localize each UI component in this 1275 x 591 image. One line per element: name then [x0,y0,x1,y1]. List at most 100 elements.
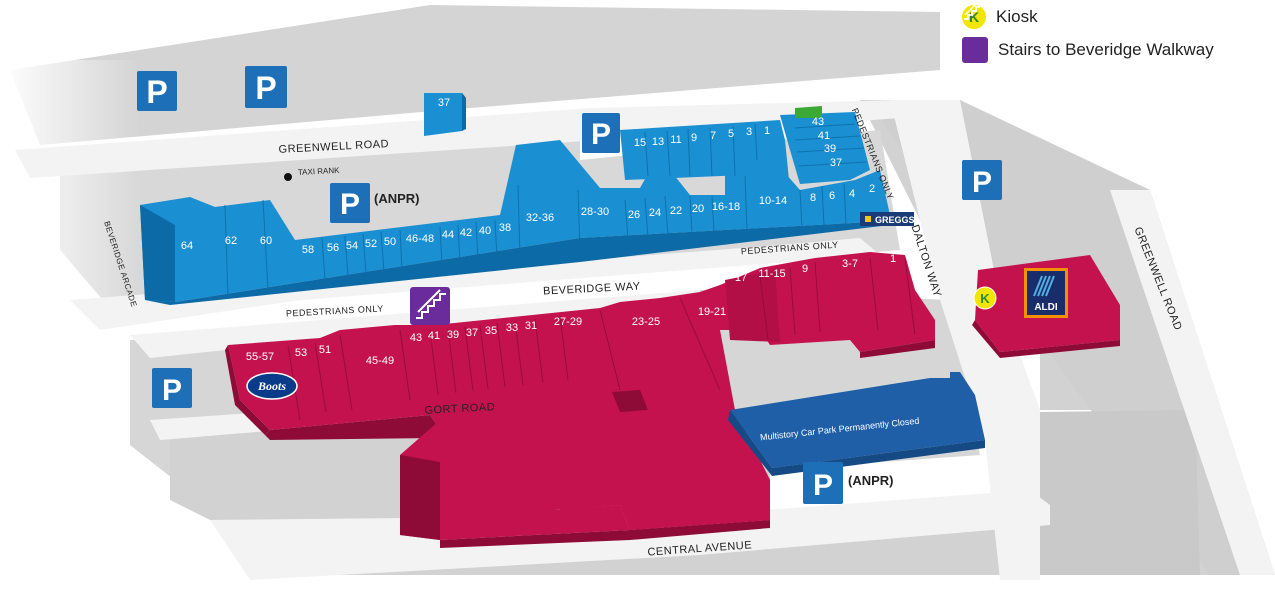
store-label[interactable]: 64 [181,240,193,252]
store-label[interactable]: 52 [365,238,377,250]
store-label[interactable]: 28-30 [581,206,609,218]
store-label[interactable]: 19-21 [698,306,726,318]
store-label[interactable]: 23-25 [632,316,660,328]
store-label[interactable]: 37 [830,157,842,169]
store-label[interactable]: 32-36 [526,212,554,224]
store-label[interactable]: 17 [735,272,747,284]
store-label[interactable]: 50 [384,236,396,248]
store-label[interactable]: 43 [812,116,824,128]
store-label[interactable]: 4 [849,188,855,200]
store-label[interactable]: 13 [652,136,664,148]
store-label[interactable]: 22 [670,205,682,217]
store-label[interactable]: 54 [346,240,358,252]
parking-letter: P [255,70,276,106]
green-rooftop-marker [795,106,822,118]
taxi-rank[interactable]: TAXI RANK [284,166,340,181]
store-label[interactable]: 43 [410,332,422,344]
legend-kiosk: K Kiosk [962,2,1262,32]
store-label[interactable]: 58 [302,244,314,256]
kiosk-icon: K [962,5,986,29]
store-label[interactable]: 15 [634,137,646,149]
parking-letter: P [340,188,360,221]
greggs-label: GREGGS [875,215,915,225]
store-label[interactable]: 26 [628,209,640,221]
store-label[interactable]: 39 [447,329,459,341]
parking-letter: P [146,74,167,110]
stairs-map-marker[interactable] [410,287,450,325]
store-37-standalone[interactable]: 37 [424,93,466,136]
store-label[interactable]: 60 [260,235,272,247]
store-label[interactable]: 51 [319,344,331,356]
store-label[interactable]: 20 [692,203,704,215]
store-label[interactable]: 31 [525,320,537,332]
legend-stairs: Stairs to Beveridge Walkway [962,2,1262,65]
store-label[interactable]: 5 [728,128,734,140]
store-label[interactable]: 6 [829,190,835,202]
store-label[interactable]: 44 [442,229,454,241]
store-label[interactable]: 9 [691,132,697,144]
multistory-car-park[interactable]: Multistory Car Park Permanently Closed [728,372,985,476]
parking-sign-anpr-south[interactable]: P (ANPR) [803,462,894,504]
store-label[interactable]: 10-14 [759,195,787,207]
store-label[interactable]: 55-57 [246,351,274,363]
store-label[interactable]: 24 [649,207,661,219]
store-label[interactable]: 37 [466,327,478,339]
parking-sign[interactable]: P [152,368,192,408]
store-37-standalone-label: 37 [438,97,450,109]
boots-logo[interactable]: Boots [246,372,298,400]
kiosk-map-marker[interactable]: K [973,286,997,310]
store-label[interactable]: 46-48 [406,233,434,245]
parking-sign[interactable]: P [582,113,620,153]
store-label[interactable]: 16-18 [712,201,740,213]
store-label[interactable]: 9 [802,263,808,275]
store-label[interactable]: 8 [810,192,816,204]
taxi-rank-dot [284,173,292,181]
store-label[interactable]: 62 [225,235,237,247]
store-label[interactable]: 2 [869,183,875,195]
parking-letter: P [813,469,833,502]
store-label[interactable]: 38 [499,222,511,234]
store-label[interactable]: 35 [485,325,497,337]
parking-sign[interactable]: P [962,160,1002,200]
store-label[interactable]: 11 [670,134,681,146]
store-label[interactable]: 41 [428,330,440,342]
store-label[interactable]: 11-15 [758,268,785,280]
road-beveridge-way: BEVERIDGE WAY [543,280,641,297]
south-store-labels: 55-57 53 51 45-49 43 41 39 37 35 33 31 2… [246,253,896,367]
greggs-sign[interactable]: GREGGS [860,212,915,226]
store-label[interactable]: 53 [295,347,307,359]
anpr-label: (ANPR) [374,191,420,206]
north-block [140,106,890,305]
parking-sign[interactable]: P [137,71,177,111]
parking-sign[interactable]: P [245,66,287,108]
store-label[interactable]: 3-7 [842,258,858,270]
store-label[interactable]: 27-29 [554,316,582,328]
anpr-label: (ANPR) [848,473,894,488]
store-label[interactable]: 7 [710,130,716,142]
store-label[interactable]: 1 [764,125,770,137]
taxi-rank-label: TAXI RANK [298,166,341,177]
road-greenwell-top: GREENWELL ROAD [278,138,389,156]
parking-sign-anpr-north[interactable]: P (ANPR) [330,183,420,223]
legend-stairs-label: Stairs to Beveridge Walkway [998,40,1214,59]
map-legend: K Kiosk Stairs to Beveridge Walkway [962,2,1262,68]
store-label[interactable]: 33 [506,322,518,334]
store-label[interactable]: 3 [746,126,752,138]
aldi-logo-text: ALDI [1034,302,1058,313]
south-block [225,252,935,548]
kiosk-map-letter: K [980,291,990,306]
stairs-icon [416,289,446,319]
parking-letter: P [162,374,182,407]
boots-logo-text: Boots [257,379,286,393]
store-label[interactable]: 56 [327,242,339,254]
parking-letter: P [591,118,611,151]
store-label[interactable]: 1 [890,253,896,265]
store-label[interactable]: 45-49 [366,355,394,367]
store-label[interactable]: 42 [460,227,472,239]
store-label[interactable]: 41 [818,130,830,142]
store-label[interactable]: 39 [824,143,836,155]
store-label[interactable]: 40 [479,225,491,237]
aldi-store[interactable]: ALDI [972,255,1120,358]
